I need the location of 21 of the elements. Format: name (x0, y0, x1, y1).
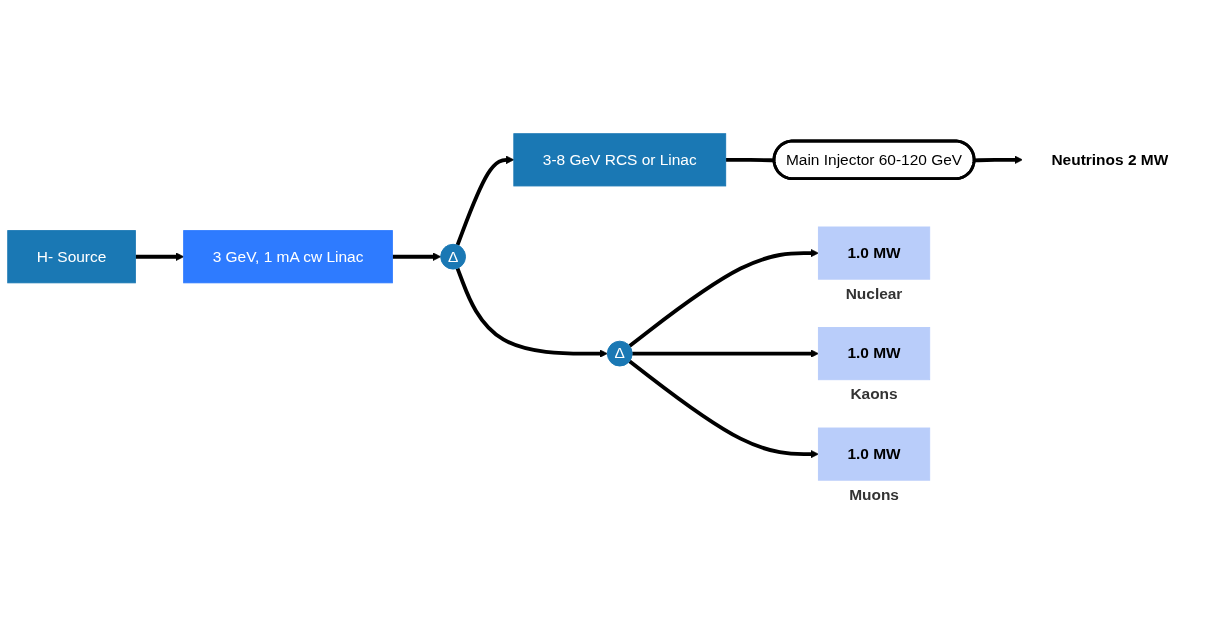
node-circle: Δ (606, 341, 633, 367)
connector (725, 158, 775, 163)
node-box: H- Source (7, 230, 136, 284)
node-circle: Δ (440, 244, 466, 271)
node-box: 1.0 MW (817, 327, 931, 381)
node-box: 1.0 MW (817, 226, 931, 281)
node-box: 3 GeV, 1 mA cw Linac (183, 230, 393, 284)
arrow (628, 360, 819, 459)
arrow (392, 252, 442, 262)
arrow (628, 249, 819, 348)
arrow (455, 156, 515, 247)
node-text: Neutrinos 2 MW (1051, 151, 1169, 169)
arrow (974, 156, 1023, 165)
beside-text: Muons (849, 486, 899, 503)
arrow (135, 252, 185, 262)
arrow (632, 349, 819, 359)
node-box: 1.0 MW (817, 428, 931, 482)
arrow (455, 268, 608, 359)
node-box: 3-8 GeV RCS or Linac (513, 133, 727, 187)
beside-text: Nuclear (845, 285, 903, 302)
beside-text: Kaons (850, 385, 898, 403)
